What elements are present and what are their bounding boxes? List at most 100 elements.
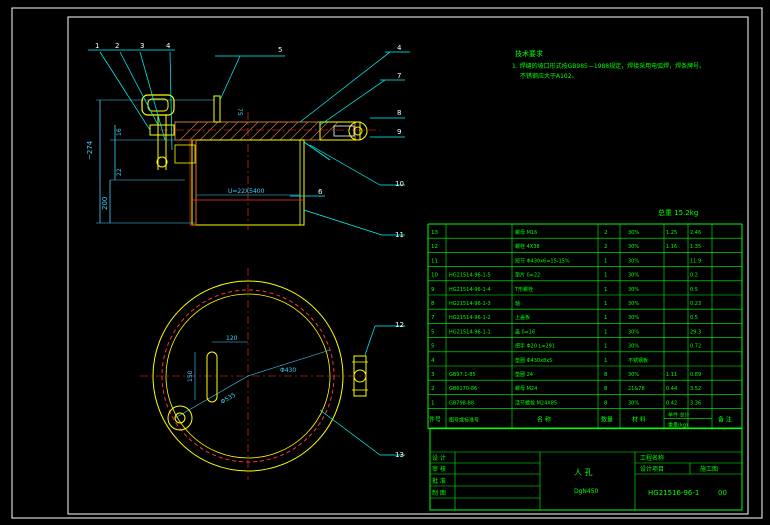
bom-cell-code: HG21514-96-1-5 — [449, 273, 491, 279]
bom-cell-name: 短节 Φ430x6=15-15% — [515, 257, 570, 264]
dim-d535: Φ535 — [220, 391, 238, 405]
bom-cell-unit-weight: 1.25 — [666, 230, 677, 236]
bom-header-material: 材 料 — [632, 416, 646, 424]
bom-cell-code: HG21514-96-1-2 — [449, 315, 491, 321]
bom-cell-material: 30% — [628, 301, 639, 307]
bom-cell-name: 活节螺栓 M24X85 — [515, 399, 557, 406]
bom-cell-qty: 1 — [604, 301, 608, 307]
notes-title: 技术要求 — [515, 49, 543, 58]
bom-cell-no: 11 — [431, 258, 438, 264]
bom-cell-unit-weight: 0.44 — [666, 386, 677, 392]
bom-cell-no: 1 — [431, 400, 435, 406]
dim-274: ~274 — [86, 140, 94, 160]
bom-cell-qty: 2 — [604, 230, 608, 236]
bom-header-qty: 数量 — [601, 416, 613, 424]
bom-cell-material: 30% — [628, 315, 639, 321]
bom-cell-material: 30% — [628, 287, 639, 293]
bom-cell-name: 盖 δ=16 — [515, 328, 535, 335]
dim-22: 22 — [116, 168, 123, 176]
bom-cell-no: 5 — [431, 344, 435, 350]
bom-cell-qty: 8 — [604, 400, 608, 406]
leader-lines — [88, 49, 410, 456]
bom-cell-name: 轴 — [515, 300, 520, 307]
bom-cell-name: 垫圈 Φ430x8x5 — [515, 357, 552, 364]
bom-cell-total-weight: 0.23 — [690, 301, 701, 307]
bom-cell-no: 13 — [431, 230, 438, 236]
outer-frame — [11, 7, 763, 519]
section-view: ~274 16 22 200 75 — [86, 94, 380, 230]
bom-cell-no: 9 — [431, 287, 435, 293]
bom-cell-total-weight: 0.5 — [690, 287, 698, 293]
bom-cell-unit-weight: 1.11 — [666, 372, 677, 378]
inner-frame — [67, 16, 749, 515]
bom-cell-qty: 1 — [604, 287, 608, 293]
bom-cell-total-weight: 0.89 — [690, 372, 701, 378]
notes-line-1: 1. 焊缝的坡口形式按GB985—1988规定，焊接采用电弧焊，焊条牌号。 — [512, 62, 705, 70]
balloon-1: 1 — [95, 42, 99, 50]
balloon-10: 10 — [395, 180, 404, 188]
tb-stage-value: 施工图 — [700, 465, 718, 473]
bom-cell-total-weight: 3.36 — [690, 400, 701, 406]
bom-cell-qty: 8 — [604, 372, 608, 378]
tb-drawn: 制 图 — [432, 489, 446, 497]
bom-cell-material: 30% — [628, 400, 639, 406]
balloon-7: 7 — [397, 72, 401, 80]
title-block: 设 计 审 核 批 准 制 图 工程名称 设计项目 施工图 人 孔 DgN450… — [429, 427, 743, 511]
bom-cell-no: 10 — [431, 273, 438, 279]
tb-approve: 批 准 — [432, 477, 446, 485]
dim-150: 150 — [187, 370, 194, 382]
bom-cell-total-weight: 2.46 — [690, 230, 701, 236]
tb-sheet: 00 — [718, 489, 727, 497]
bom-cell-no: 8 — [431, 301, 435, 307]
bom-cell-material: 21&78 — [628, 386, 645, 392]
tb-part-name: 人 孔 — [574, 468, 593, 477]
bom-cell-name: 上盖板 — [515, 314, 530, 321]
bom-cell-material: 30% — [628, 258, 639, 264]
bom-cell-qty: 1 — [604, 344, 608, 350]
balloon-9: 9 — [397, 128, 401, 136]
bom-cell-no: 12 — [431, 244, 438, 250]
bom-cell-code: HG21514-96-1-1 — [449, 329, 491, 335]
bom-cell-qty: 1 — [604, 258, 608, 264]
bom-cell-material: 不锈钢板 — [628, 357, 648, 364]
bom-header-weight-unit: 重量(kg) — [668, 422, 688, 429]
bom-cell-no: 5 — [431, 329, 435, 335]
tb-design: 设 计 — [432, 454, 446, 462]
bom-cell-name: 把手 Φ20 L=291 — [515, 343, 555, 350]
bom-cell-qty: 1 — [604, 329, 608, 335]
bom-cell-name: T形螺栓 — [514, 286, 533, 293]
bom-cell-qty: 1 — [604, 315, 608, 321]
dim-200: 200 — [101, 197, 109, 210]
tb-project: 工程名称 — [640, 454, 664, 462]
tb-drawing-no: HG21516-96-1 — [648, 489, 699, 497]
dim-75: 75 — [236, 108, 243, 116]
bom-cell-no: 4 — [431, 358, 435, 364]
bom-cell-no: 7 — [431, 315, 435, 321]
bom-cell-code: GB97.1-85 — [449, 372, 476, 378]
bom-cell-unit-weight: 0.42 — [666, 400, 677, 406]
bom-cell-name: 螺母 M24 — [515, 385, 537, 392]
balloon-4a: 4 — [166, 42, 171, 50]
bom-cell-code: HG21514-96-1-3 — [449, 301, 491, 307]
bom-cell-material: 30% — [628, 230, 639, 236]
technical-notes: 技术要求 1. 焊缝的坡口形式按GB985—1988规定，焊接采用电弧焊，焊条牌… — [512, 49, 705, 80]
bom-cell-name: 垫片 δ=22 — [515, 272, 540, 279]
plan-view: Φ430 Φ535 120 150 — [140, 268, 368, 480]
balloon-2: 2 — [115, 42, 119, 50]
bom-cell-material: 30% — [628, 329, 639, 335]
bom-cell-no: 3 — [431, 372, 435, 378]
bom-cell-code: GB798-88 — [449, 400, 474, 406]
balloon-4b: 4 — [397, 44, 402, 52]
balloon-11: 11 — [395, 231, 404, 239]
bom-cell-no: 2 — [431, 386, 435, 392]
bom-cell-material: 30% — [628, 273, 639, 279]
bom-cell-name: 螺母 M16 — [515, 229, 537, 236]
bom-cell-code: HG21514-96-1-4 — [449, 287, 491, 293]
bom-header-weight: 单件 总计 — [668, 412, 690, 419]
balloon-12: 12 — [395, 321, 404, 329]
bom-cell-qty: 8 — [604, 386, 608, 392]
balloon-13: 13 — [395, 451, 404, 459]
bom-cell-material: 30% — [628, 372, 639, 378]
tb-check: 审 核 — [432, 465, 446, 473]
